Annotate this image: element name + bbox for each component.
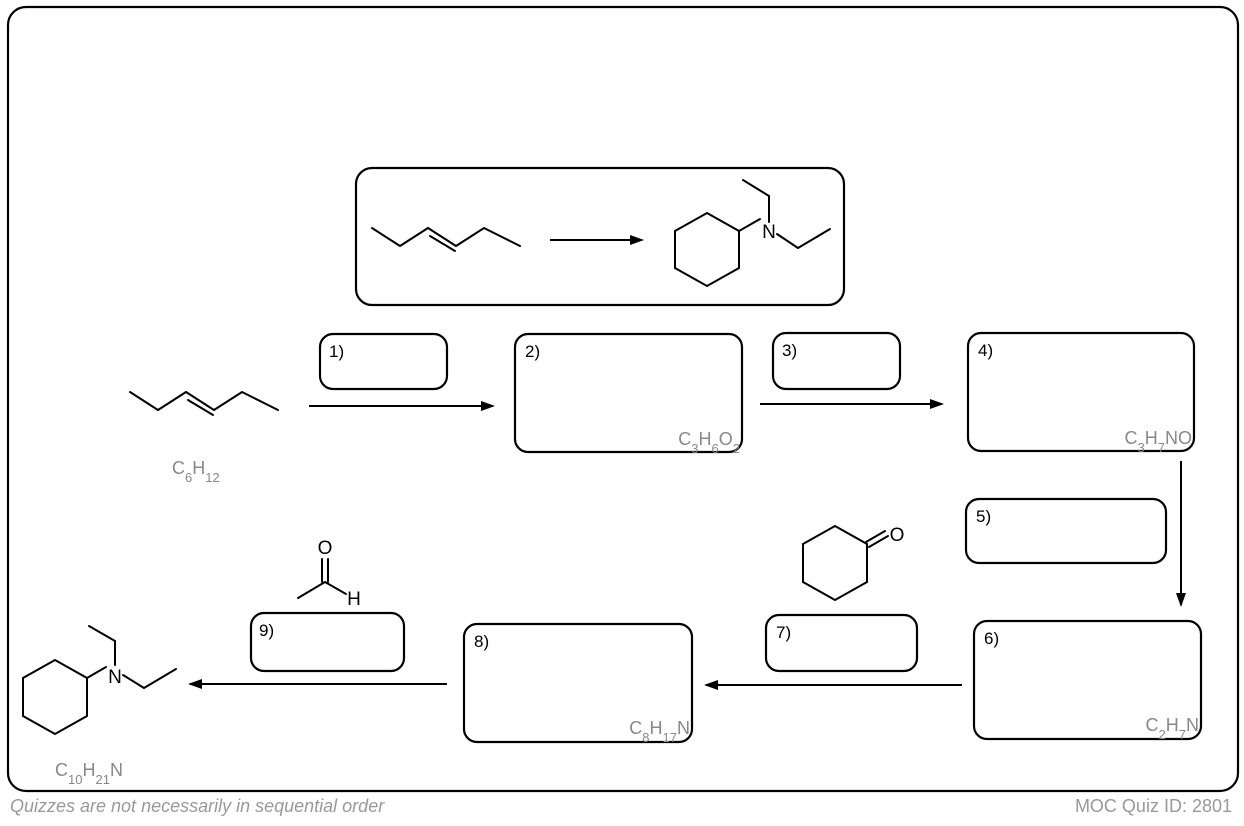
step-2-label: 2)	[525, 342, 540, 361]
step-3-label: 3)	[782, 341, 797, 360]
step-8-intermediate-box[interactable]: 8) C8H17N	[462, 622, 694, 745]
footer-note: Quizzes are not necessarily in sequentia…	[10, 796, 385, 816]
summary-product-structure	[674, 179, 831, 288]
step-4-intermediate-box[interactable]: 4) C3H7NO	[966, 331, 1196, 455]
step-8-formula: C8H17N	[629, 718, 690, 745]
step-8-label: 8)	[474, 632, 489, 651]
final-product-formula: C10H21N	[55, 760, 123, 787]
acetaldehyde-structure	[297, 558, 347, 599]
step-6-intermediate-box[interactable]: 6) C2H7N	[972, 619, 1203, 742]
step-1-reagent-box[interactable]: 1)	[318, 332, 449, 391]
step-6-label: 6)	[984, 629, 999, 648]
summary-box: N	[354, 166, 846, 307]
summary-reactant-structure	[371, 226, 521, 252]
step-9-reagent-box[interactable]: 9)	[249, 611, 406, 673]
step-5-label: 5)	[976, 507, 991, 526]
step-4-formula: C3H7NO	[1125, 428, 1192, 455]
step-2-formula: C3H6O2	[678, 429, 740, 456]
step-5-reagent-box[interactable]: 5)	[964, 497, 1168, 565]
step-7-label: 7)	[776, 623, 791, 642]
cyclohexanone-structure	[802, 524, 889, 602]
acetaldehyde-oxygen-label: O	[318, 538, 333, 559]
starting-material-structure	[129, 390, 279, 416]
summary-nitrogen-label: N	[762, 222, 776, 243]
outer-frame	[6, 5, 1240, 793]
step-2-intermediate-box[interactable]: 2) C3H6O2	[513, 332, 744, 456]
step-1-label: 1)	[329, 342, 344, 361]
quiz-id: MOC Quiz ID: 2801	[1074, 796, 1232, 816]
final-product-structure	[22, 625, 177, 736]
step-7-reagent-box[interactable]: 7)	[764, 613, 919, 673]
step-3-reagent-box[interactable]: 3)	[771, 331, 902, 391]
cyclohexanone-oxygen-label: O	[890, 525, 905, 546]
starting-material-formula: C6H12	[172, 458, 220, 485]
step-6-formula: C2H7N	[1146, 715, 1199, 742]
step-9-label: 9)	[259, 621, 274, 640]
acetaldehyde-hydrogen-label: H	[347, 589, 361, 610]
final-product-nitrogen-label: N	[108, 667, 122, 688]
step-4-label: 4)	[978, 341, 993, 360]
